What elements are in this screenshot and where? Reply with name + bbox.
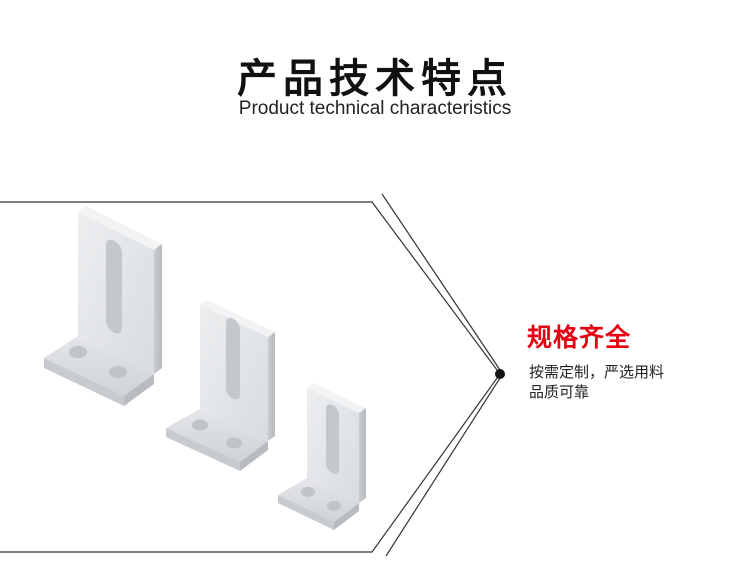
frame-accent-line-top bbox=[381, 193, 501, 371]
bracket-small bbox=[278, 383, 366, 530]
bracket-medium bbox=[166, 300, 275, 471]
bracket-large bbox=[44, 206, 162, 406]
feature-desc-line-1: 按需定制，严选用料 bbox=[529, 363, 665, 381]
feature-description: 按需定制，严选用料 品质可靠 bbox=[529, 362, 719, 402]
feature-desc-line-2: 品质可靠 bbox=[529, 383, 590, 401]
page-title: 产品技术特点 bbox=[237, 56, 513, 102]
feature-title: 规格齐全 bbox=[527, 323, 632, 352]
bullet-dot-icon bbox=[495, 369, 505, 379]
frame-accent-line-bottom bbox=[385, 377, 501, 557]
page-subtitle: Product technical characteristics bbox=[238, 98, 512, 119]
